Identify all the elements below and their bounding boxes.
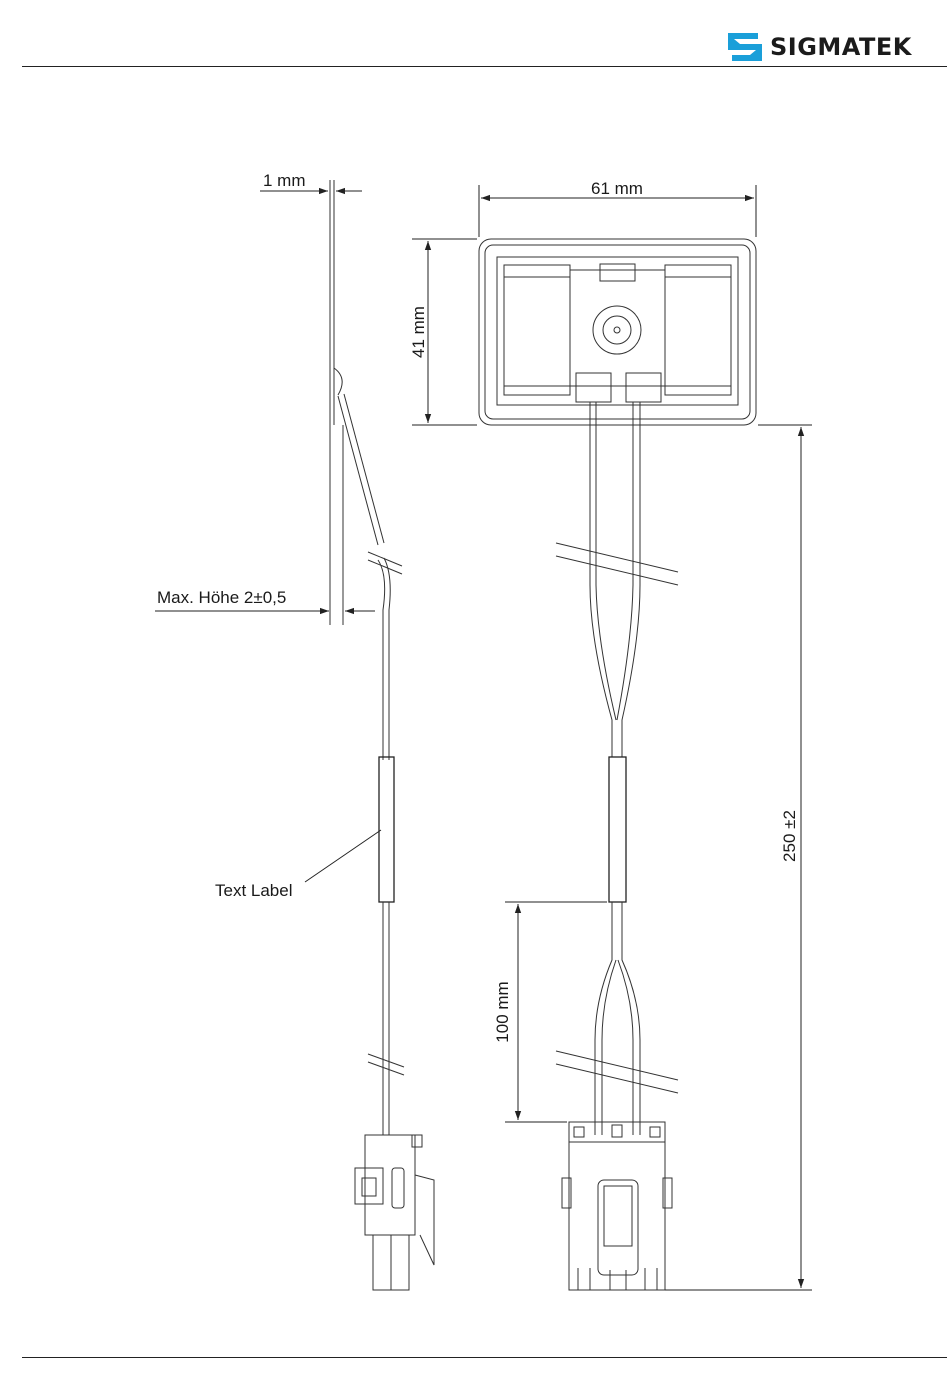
max-height-dimension-label: Max. Höhe 2±0,5 bbox=[157, 588, 286, 607]
thickness-dimension-label: 1 mm bbox=[263, 171, 306, 190]
width-dimension-label: 61 mm bbox=[591, 179, 643, 198]
split-length-dimension-label: 100 mm bbox=[493, 981, 512, 1042]
footer-divider bbox=[22, 1357, 947, 1358]
front-view bbox=[479, 239, 756, 1290]
side-dimensions bbox=[155, 191, 381, 882]
text-label-callout: Text Label bbox=[215, 881, 293, 900]
total-length-dimension-label: 250 ±2 bbox=[780, 810, 799, 862]
height-dimension-label: 41 mm bbox=[409, 306, 428, 358]
